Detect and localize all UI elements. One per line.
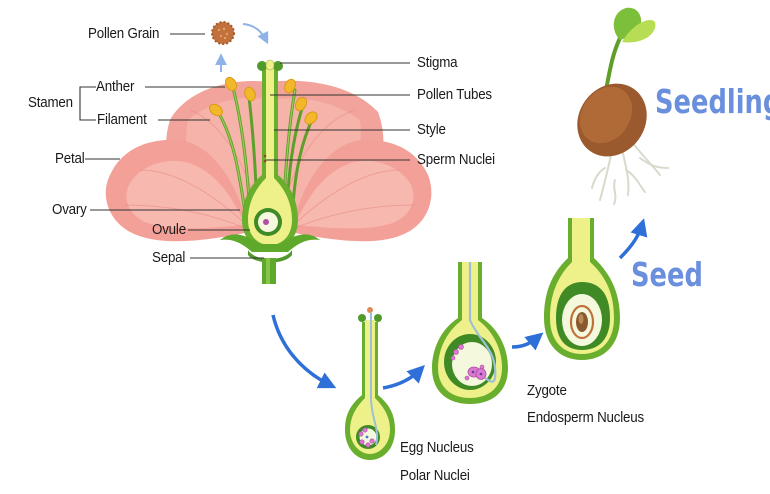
stage-seed [544,218,620,360]
label-ovary: Ovary [52,202,87,218]
label-stigma: Stigma [417,55,458,71]
label-endosperm-nucleus: Endosperm Nucleus [527,410,644,426]
seedling [577,7,669,205]
label-pollen-tubes: Pollen Tubes [417,87,492,103]
arrow-seed-to-seedling [618,218,648,260]
arrow-pistil-to-fertilization [382,365,425,390]
progression-arrows [271,218,648,390]
arrow-flower-to-pistil [271,314,337,389]
anthers [209,76,318,125]
label-polar-nuclei: Polar Nuclei [400,468,470,484]
stage-label-seed: Seed [631,255,703,294]
label-anther: Anther [96,79,135,95]
label-sepal: Sepal [152,250,186,266]
label-petal: Petal [55,151,85,167]
label-stamen: Stamen [28,95,73,111]
label-style: Style [417,122,446,138]
leader-lines [79,33,410,259]
label-filament: Filament [97,112,147,128]
pollen-curve-arrow [242,23,269,45]
label-zygote: Zygote [527,383,567,399]
label-egg-nucleus: Egg Nucleus [400,440,474,456]
flower [105,59,432,284]
pollen-grain-icon [211,21,235,45]
stage-fertilization [432,262,508,404]
sepal [220,234,320,252]
stage-label-seedling: Seedling [655,82,770,121]
label-sperm-nuclei: Sperm Nuclei [417,152,495,168]
label-pollen-grain: Pollen Grain [88,26,160,42]
label-ovule: Ovule [152,222,186,238]
arrow-fertilization-to-seed [511,332,544,351]
stage-pistil-pollen-tube [345,307,395,460]
